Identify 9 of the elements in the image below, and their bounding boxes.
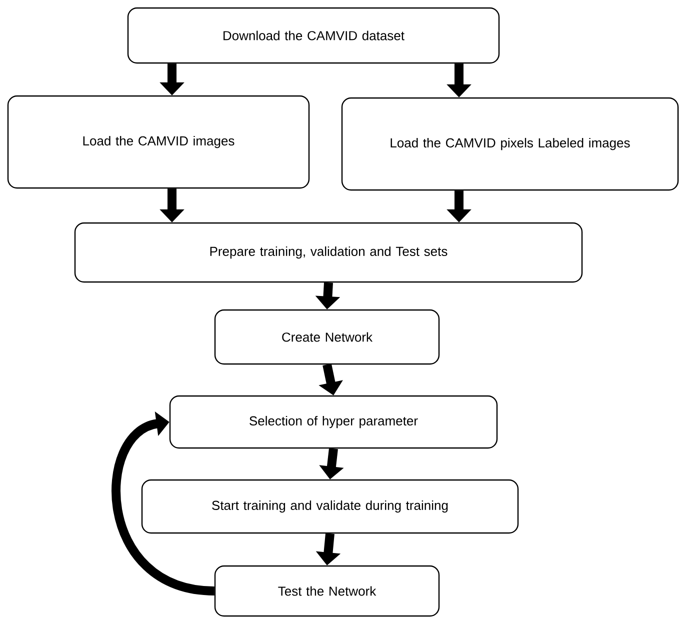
arrow bbox=[112, 411, 215, 596]
process-box: Test the Network bbox=[214, 565, 440, 617]
process-box: Load the CAMVID images bbox=[7, 95, 310, 189]
process-box: Prepare training, validation and Test sets bbox=[74, 222, 583, 283]
process-box: Download the CAMVID dataset bbox=[127, 7, 500, 64]
process-box: Create Network bbox=[214, 309, 440, 365]
process-box: Start training and validate during training bbox=[141, 479, 519, 534]
process-box: Selection of hyper parameter bbox=[169, 395, 498, 449]
process-box: Load the CAMVID pixels Labeled images bbox=[341, 97, 679, 191]
